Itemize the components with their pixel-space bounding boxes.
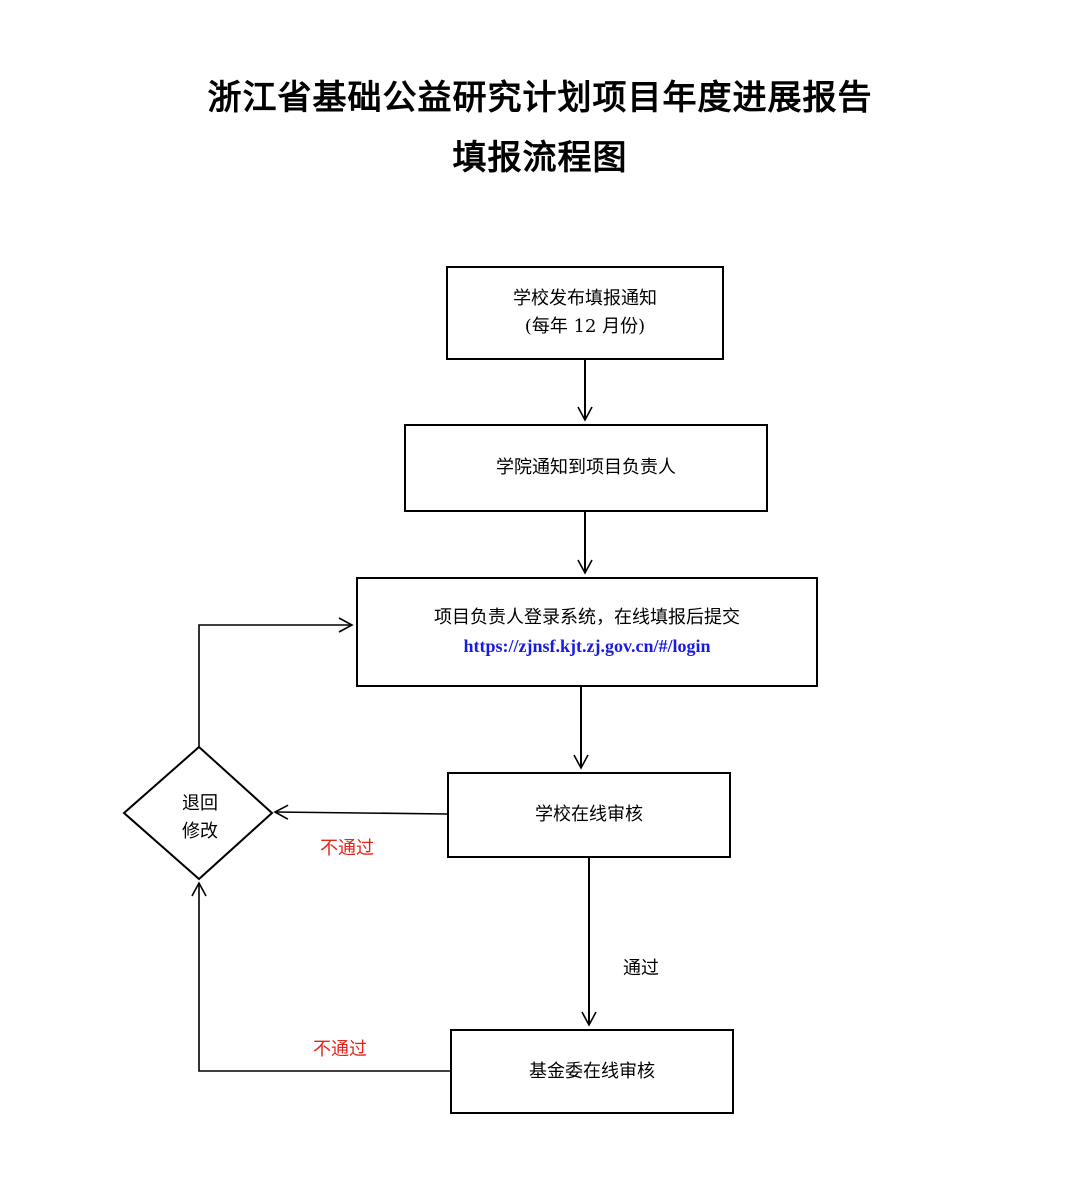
arrow-school-review-to-return — [273, 804, 448, 820]
return-decision-line2: 修改 — [182, 821, 218, 842]
return-decision-label: 退回 修改 — [160, 790, 240, 846]
diagram-title: 浙江省基础公益研究计划项目年度进展报告 — [207, 78, 873, 118]
step-school-publish-notice-timing: (每年 12 月份) — [524, 316, 646, 337]
system-login-link[interactable]: https://zjnsf.kjt.zj.gov.cn/#/login — [463, 636, 711, 656]
step-fund-committee-review: 基金委在线审核 — [450, 1029, 734, 1114]
step-college-notify-leader: 学院通知到项目负责人 — [404, 424, 768, 512]
arrow-return-to-login — [198, 617, 354, 747]
edge-label-fund-fail: 不通过 — [313, 1039, 367, 1060]
step-school-publish-notice-label: 学校发布填报通知 — [513, 288, 657, 309]
step-fund-committee-review-label: 基金委在线审核 — [529, 1060, 655, 1082]
step-college-notify-leader-label: 学院通知到项目负责人 — [496, 457, 676, 478]
step-leader-login-submit: 项目负责人登录系统，在线填报后提交 https://zjnsf.kjt.zj.g… — [356, 577, 818, 687]
step-school-publish-notice: 学校发布填报通知 (每年 12 月份) — [446, 266, 724, 360]
step-school-online-review: 学校在线审核 — [447, 772, 731, 858]
diagram-subtitle: 填报流程图 — [452, 138, 628, 178]
arrow-fund-review-to-return — [191, 881, 450, 1072]
step-leader-login-submit-label: 项目负责人登录系统，在线填报后提交 — [434, 607, 740, 628]
return-decision-diamond — [122, 745, 274, 881]
edge-label-school-fail: 不通过 — [320, 838, 374, 859]
step-school-online-review-label: 学校在线审核 — [535, 804, 643, 825]
edge-label-pass: 通过 — [623, 958, 659, 979]
return-decision-line1: 退回 — [182, 793, 218, 814]
